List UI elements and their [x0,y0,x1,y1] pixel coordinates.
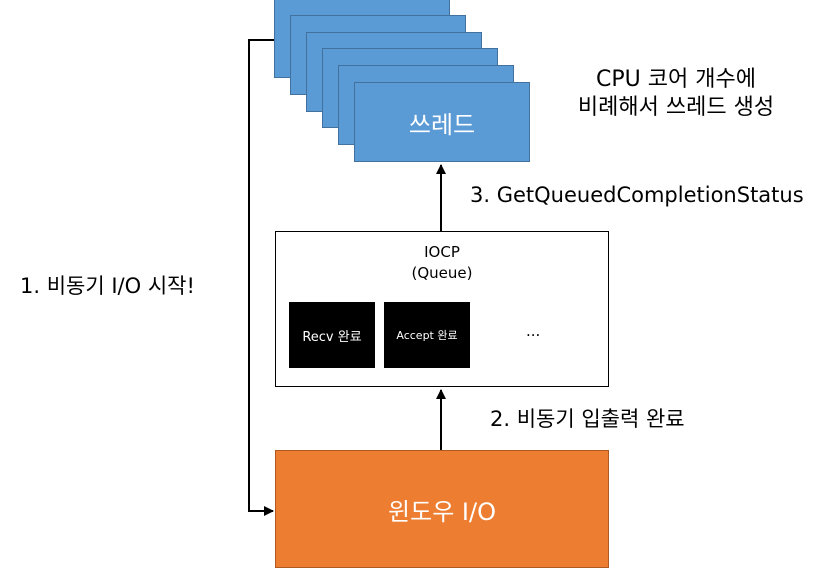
thread-box-label: 쓰레드 [408,110,476,139]
iocp-queue-box: IOCP (Queue) Recv 완료 Accept 완료 ... [275,231,609,387]
iocp-title-line1: IOCP [424,243,460,261]
queue-item-recv-label: Recv 완료 [302,329,362,345]
step2-label: 2. 비동기 입출력 완료 [490,407,685,431]
iocp-title-line2: (Queue) [411,264,473,282]
iocp-title: IOCP (Queue) [276,242,608,284]
cpu-core-note-line2: 비례해서 쓰레드 생성 [577,95,775,120]
cpu-core-note: CPU 코어 개수에 비례해서 쓰레드 생성 [556,66,796,122]
queue-item-recv: Recv 완료 [289,302,375,368]
step1-label: 1. 비동기 I/O 시작! [20,274,195,298]
queue-ellipsis: ... [526,322,541,340]
windows-io-label: 윈도우 I/O [388,497,496,526]
thread-box: 쓰레드 [354,82,530,162]
windows-io-box: 윈도우 I/O [275,450,609,568]
step3-label: 3. GetQueuedCompletionStatus [470,183,804,207]
queue-item-accept: Accept 완료 [384,302,470,368]
cpu-core-note-line1: CPU 코어 개수에 [596,67,756,92]
queue-item-accept-label: Accept 완료 [396,329,458,342]
step1-connector [248,39,274,516]
